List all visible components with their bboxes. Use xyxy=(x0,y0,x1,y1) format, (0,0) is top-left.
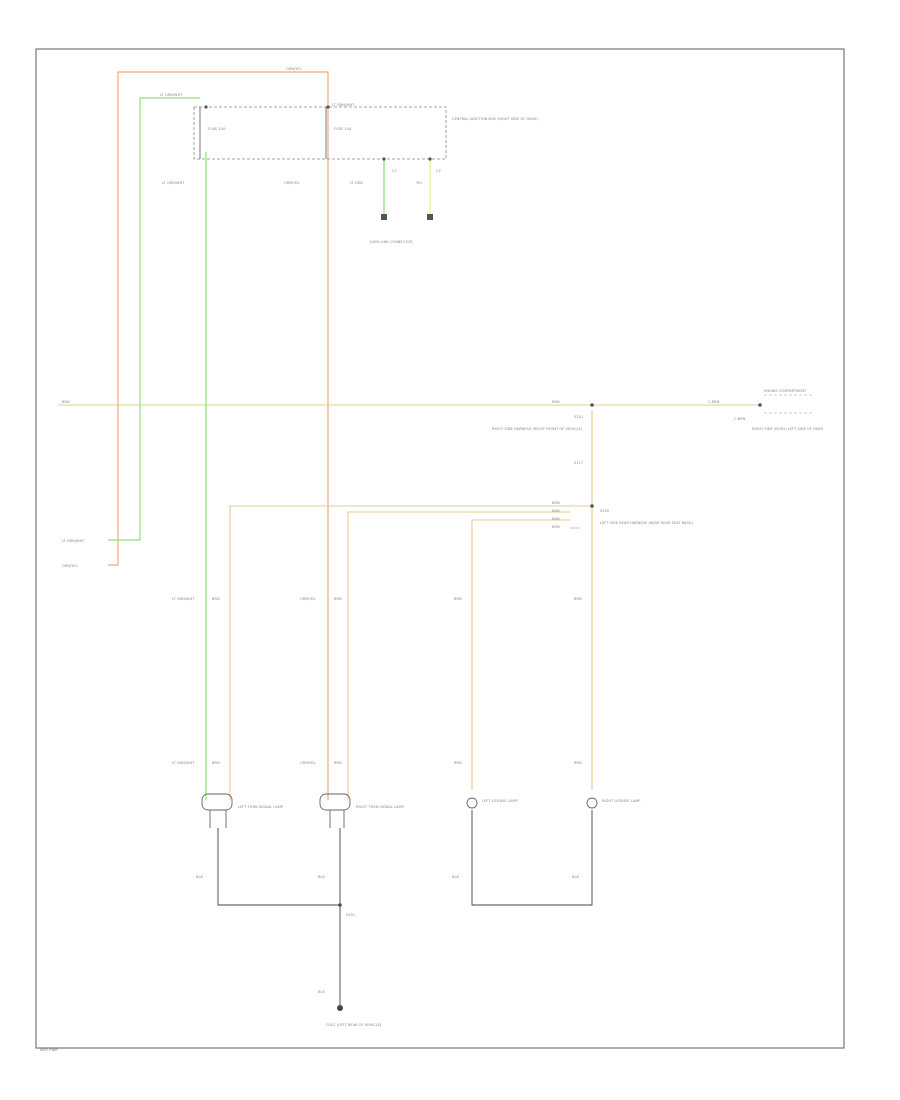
label-bus-right-sub: C-BRN xyxy=(734,417,746,421)
label-left-green-end: LT GRN/WHT xyxy=(62,539,85,543)
label-col3-bot: BRN xyxy=(454,761,462,765)
label-top-orange: ORN/YEL xyxy=(286,67,302,71)
label-right-ground-box: ENGINE COMPARTMENT xyxy=(764,389,807,393)
labels: ORN/YEL LT GRN/WHT LT GRN/WHT FUSE 10A F… xyxy=(40,67,823,1052)
label-mid-splice-desc: LEFT SIDE REAR HARNESS (NEAR REAR SEAT B… xyxy=(600,521,693,525)
label-lamp4: RIGHT LICENSE LAMP xyxy=(602,799,641,803)
splice-points xyxy=(338,403,762,907)
label-col1-top-a: LT GRN/WHT xyxy=(172,597,195,601)
label-box-desc: CENTRAL JUNCTION BOX (RIGHT SIDE OF DASH… xyxy=(452,117,539,121)
label-under-box-left: LT GRN/WHT xyxy=(162,181,185,185)
label-under-box-center: ORN/YEL xyxy=(284,181,300,185)
label-mid-splice: S300 xyxy=(600,509,610,513)
ground-wires xyxy=(217,810,593,1005)
label-col4-top: BRN xyxy=(574,597,582,601)
label-conn-pin-r: C2 xyxy=(436,169,441,173)
label-conn-pin-l: C2 xyxy=(392,169,397,173)
label-conn-left: LT GRN xyxy=(350,181,363,185)
lamp-left-license xyxy=(466,797,478,809)
label-col2-bot-a: ORN/YEL xyxy=(300,761,316,765)
label-box-inner-right: FUSE 10A xyxy=(334,127,352,131)
label-conn-right: YEL xyxy=(416,181,422,185)
label-lamp2: RIGHT TURN SIGNAL LAMP xyxy=(356,805,405,809)
label-col4-bot: BRN xyxy=(574,761,582,765)
orange-wire xyxy=(108,71,329,800)
label-col2-top-a: ORN/YEL xyxy=(300,597,316,601)
label-gnd2: BLK xyxy=(318,875,325,879)
label-col1-bot-b: BRN xyxy=(212,761,220,765)
label-lamp1: LEFT TURN SIGNAL LAMP xyxy=(238,805,284,809)
label-bottom-blk: BLK xyxy=(318,990,325,994)
dlc-pins xyxy=(381,214,433,220)
lamp-left-turn xyxy=(201,793,233,828)
label-left-orange-end: ORN/YEL xyxy=(62,564,78,568)
label-gnd4: BLK xyxy=(572,875,579,879)
label-splice-center: S201 xyxy=(574,415,583,419)
label-bottom-splice: S301 xyxy=(346,913,355,917)
label-col1-top-b: BRN xyxy=(212,597,220,601)
label-col1-bot-a: LT GRN/WHT xyxy=(172,761,195,765)
label-bus-left: BRN xyxy=(62,400,70,404)
label-splice-desc: RIGHT SIDE HARNESS (RIGHT FRONT OF VEHIC… xyxy=(492,427,583,431)
label-col2-bot-b: BRN xyxy=(334,761,342,765)
label-dlc: DATA LINK CONNECTOR xyxy=(370,240,413,244)
label-page-tag: W/O PWR xyxy=(40,1047,58,1052)
label-gnd3: BLK xyxy=(452,875,459,879)
lamp-right-turn xyxy=(319,793,351,828)
ground-symbol xyxy=(337,1005,343,1011)
label-right-splice: S117 xyxy=(574,461,583,465)
lamp-right-license xyxy=(586,797,598,809)
label-bus-right: C-BRN xyxy=(708,400,720,404)
label-mid-brn4: BRN xyxy=(552,525,560,529)
label-right-ground-desc: RIGHT SIDE (BODY) LEFT SIDE OF DASH xyxy=(752,427,823,431)
label-col2-top-b: BRN xyxy=(334,597,342,601)
label-mid-brn3: BRN xyxy=(552,517,560,521)
label-ground-desc: G301 (LEFT REAR OF VEHICLE) xyxy=(326,1023,382,1027)
label-box-right-top: LT GRN/WHT xyxy=(332,103,355,107)
label-col3-top: BRN xyxy=(454,597,462,601)
junction-box xyxy=(193,105,447,161)
label-gnd1: BLK xyxy=(196,875,203,879)
label-mid-brn2: BRN xyxy=(552,509,560,513)
tan-wires xyxy=(58,404,760,800)
diagram-frame xyxy=(35,48,845,1049)
label-top-green: LT GRN/WHT xyxy=(160,93,183,97)
right-ground-box xyxy=(764,394,812,414)
green-wire xyxy=(108,97,385,800)
label-lamp3: LEFT LICENSE LAMP xyxy=(482,799,518,803)
label-bus-center: BRN xyxy=(552,400,560,404)
label-mid-brn1: BRN xyxy=(552,501,560,505)
label-box-inner-left: FUSE 10A xyxy=(208,127,226,131)
